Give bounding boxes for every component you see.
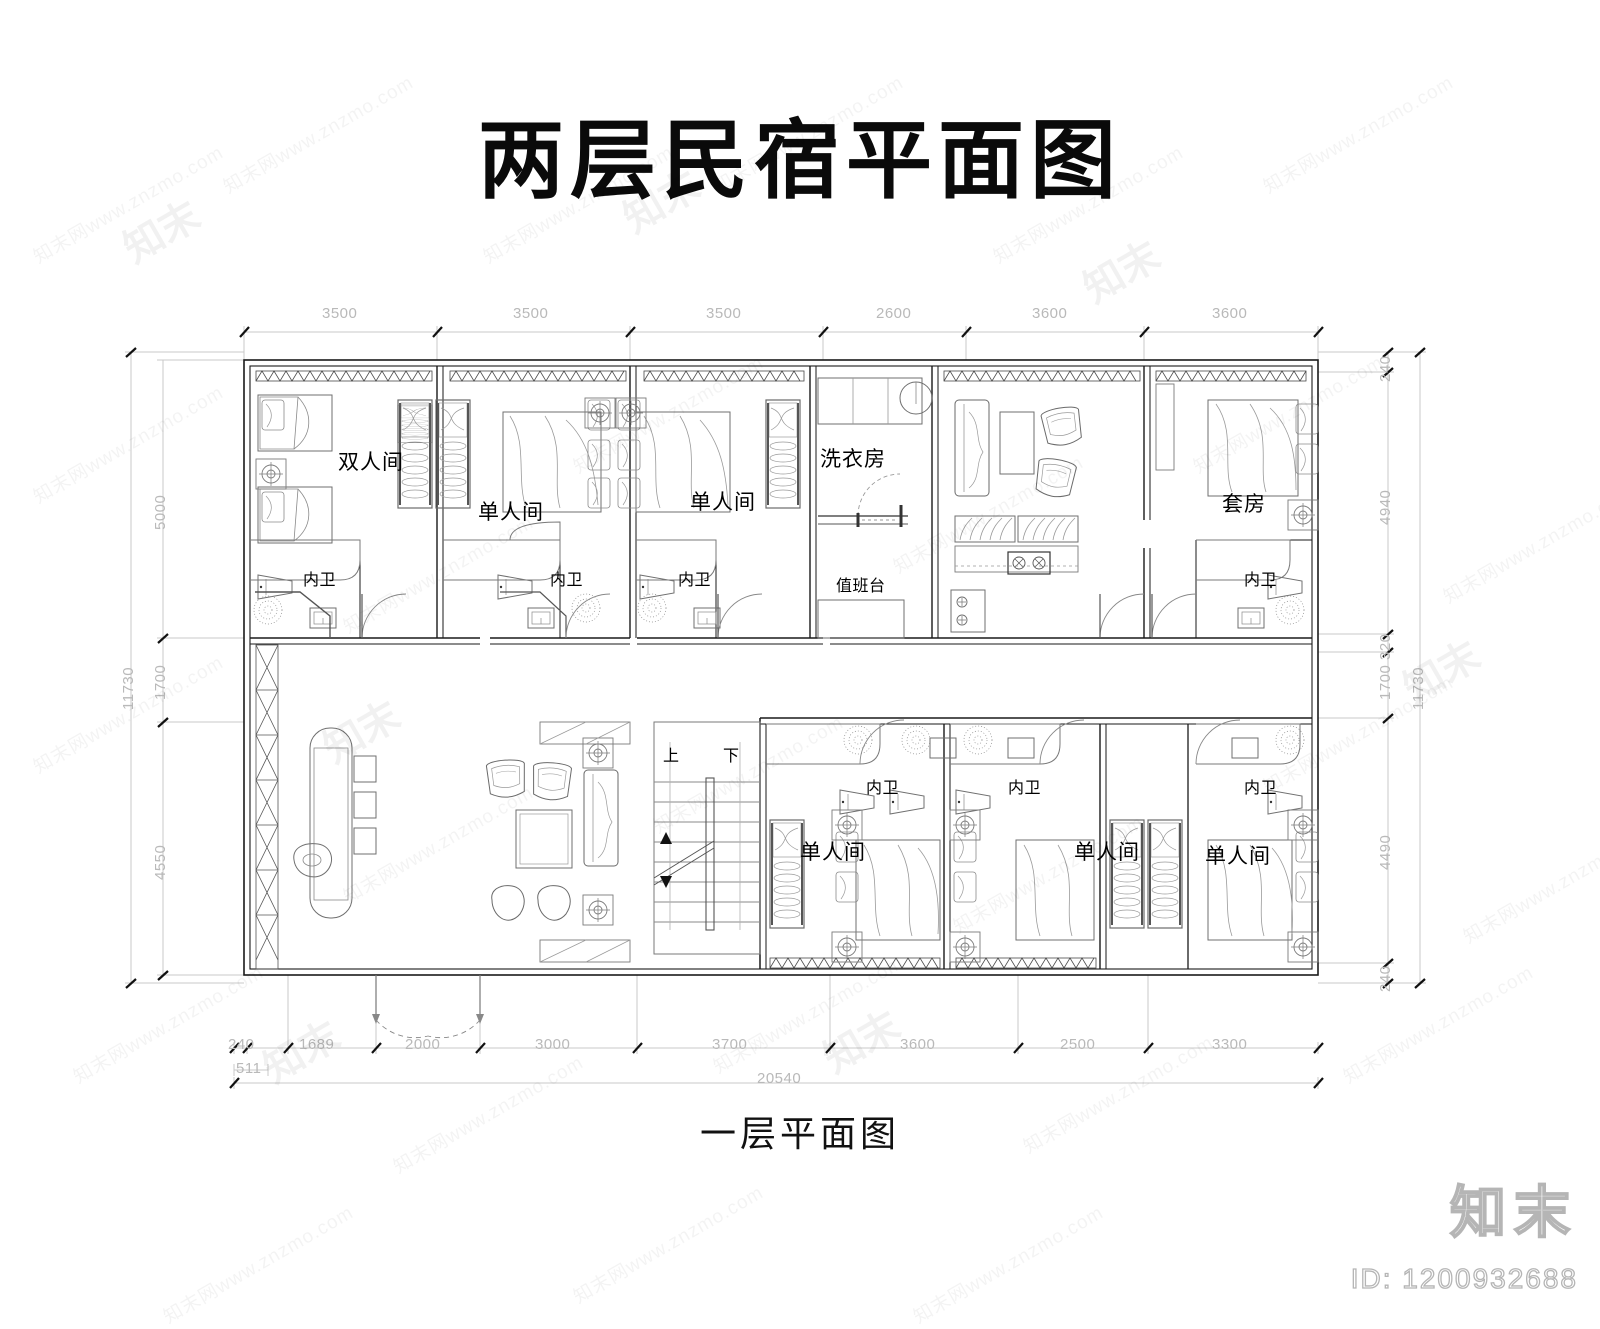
stair-down-label: 下 <box>723 746 740 765</box>
dim-bottom-7: 2500 <box>1060 1036 1096 1053</box>
dim-right-1: 240 <box>1377 355 1394 382</box>
dim-right-5: 4490 <box>1377 834 1394 870</box>
bathroom-label-2: 内卫 <box>550 570 584 589</box>
bathroom-label-5: 内卫 <box>866 778 900 797</box>
page-title: 两层民宿平面图 <box>478 111 1122 211</box>
dim-right-4: 320 <box>1377 633 1394 660</box>
furniture-laundry-room <box>817 377 933 639</box>
room-label-single-room-5: 单人间 <box>1205 844 1271 868</box>
dim-bottom-2: 1689 <box>299 1036 335 1053</box>
dim-left-2: 1700 <box>152 664 169 700</box>
furniture-single-room-2 <box>615 397 801 639</box>
dim-top-5: 3600 <box>1032 305 1068 322</box>
room-label-double-room: 双人间 <box>338 450 404 474</box>
dim-bottom-5: 3700 <box>712 1036 748 1053</box>
dim-top-6: 3600 <box>1212 305 1248 322</box>
dim-bottom-8: 3300 <box>1212 1036 1248 1053</box>
dim-top-4: 2600 <box>876 305 912 322</box>
bathroom-label-3: 内卫 <box>678 570 712 589</box>
dim-bottom-6: 3600 <box>900 1036 936 1053</box>
furniture-living-kitchen <box>950 399 1145 639</box>
dim-right-6: 240 <box>1377 965 1394 992</box>
dim-bottom-extra: 511 <box>236 1060 262 1077</box>
dim-bottom-1: 240 <box>228 1036 255 1053</box>
furniture-double-room <box>250 394 433 639</box>
bathroom-label-1: 内卫 <box>303 570 337 589</box>
dim-right-2: 4940 <box>1377 489 1394 525</box>
room-label-suite: 套房 <box>1222 492 1266 516</box>
room-label-duty-desk: 值班台 <box>836 576 886 595</box>
asset-id-label: ID: 1200932688 <box>1350 1262 1578 1294</box>
stair-up-label: 上 <box>663 746 680 765</box>
dim-bottom-4: 3000 <box>535 1036 571 1053</box>
room-label-single-room-4: 单人间 <box>1074 840 1140 864</box>
walls <box>243 359 1319 976</box>
furniture-dining-lounge <box>293 721 631 963</box>
dim-left-1: 5000 <box>152 494 169 530</box>
room-label-laundry-room: 洗衣房 <box>820 447 886 471</box>
window-hatching <box>255 370 1307 969</box>
dim-top-1: 3500 <box>322 305 358 322</box>
dimension-ticks <box>125 326 1426 1089</box>
entrance-door <box>372 975 484 1039</box>
dim-right-3: 1700 <box>1377 664 1394 700</box>
room-label-single-room-3: 单人间 <box>800 840 866 864</box>
dim-top-3: 3500 <box>706 305 742 322</box>
furniture-suite <box>1151 383 1319 639</box>
dim-left-3: 4550 <box>152 844 169 880</box>
dim-left-overall: 11730 <box>120 666 137 710</box>
room-label-single-room-2: 单人间 <box>690 490 756 514</box>
dim-right-overall: 11730 <box>1410 666 1427 710</box>
bathroom-label-6: 内卫 <box>1008 778 1042 797</box>
bathroom-label-4: 内卫 <box>1244 570 1278 589</box>
furniture-lower-single-rooms <box>766 719 1319 963</box>
plan-caption: 一层平面图 <box>699 1114 900 1155</box>
dim-top-2: 3500 <box>513 305 549 322</box>
dim-overall-width: 20540 <box>757 1070 802 1087</box>
bathroom-label-7: 内卫 <box>1244 778 1278 797</box>
zhimo-logo: 知末 <box>1449 1180 1578 1247</box>
room-label-single-room-1: 单人间 <box>478 500 544 524</box>
dim-bottom-3: 2000 <box>405 1036 441 1053</box>
staircase <box>653 721 761 955</box>
dimension-lines <box>125 326 1426 1089</box>
stone-wall-texture <box>255 644 279 970</box>
furniture-single-room-1 <box>435 397 616 639</box>
